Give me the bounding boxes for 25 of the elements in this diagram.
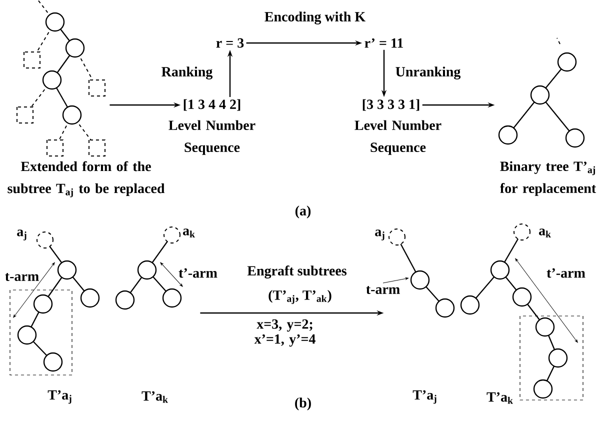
label: t’-arm [178, 268, 218, 278]
label: a$_{j}$ [17, 230, 26, 240]
sequence-label: r = 3 [216, 38, 244, 48]
label: a$_{k}$ [538, 228, 551, 238]
edge-label: Unranking [394, 66, 462, 80]
edge-label: Encoding with K [263, 10, 367, 26]
edge-label: Engraft subtrees [246, 264, 348, 280]
node-label: Binary tree T’$_{aj}$ for replacement [500, 161, 596, 196]
edge-label: Ranking [160, 66, 214, 80]
label: (a) [295, 206, 311, 218]
label: (b) [295, 398, 311, 410]
label: t’-arm [546, 268, 586, 278]
node-label: Level Number Sequence [354, 120, 442, 155]
label: (T’$_{aj}$, T’$_{ak}$) [268, 290, 332, 304]
sequence-label: r’ = 11 [364, 38, 403, 48]
sequence-label: [3 3 3 3 1] [362, 99, 420, 111]
node-label: Extended form of the subtree T$_{aj}$ to be replaced [8, 161, 165, 198]
label: x=3, y=2; x’=1, y’=4 [254, 319, 316, 347]
label: t-arm [5, 273, 39, 282]
node-label: T’a$_{j}$ [48, 390, 72, 404]
label: T’a$_{k}$ [142, 391, 168, 403]
sequence-label: [1 3 4 4 2] [184, 99, 240, 111]
label: t-arm [366, 286, 400, 294]
node-label: Level Number Sequence [168, 120, 256, 155]
label: T’a$_{k}$ [486, 392, 513, 404]
